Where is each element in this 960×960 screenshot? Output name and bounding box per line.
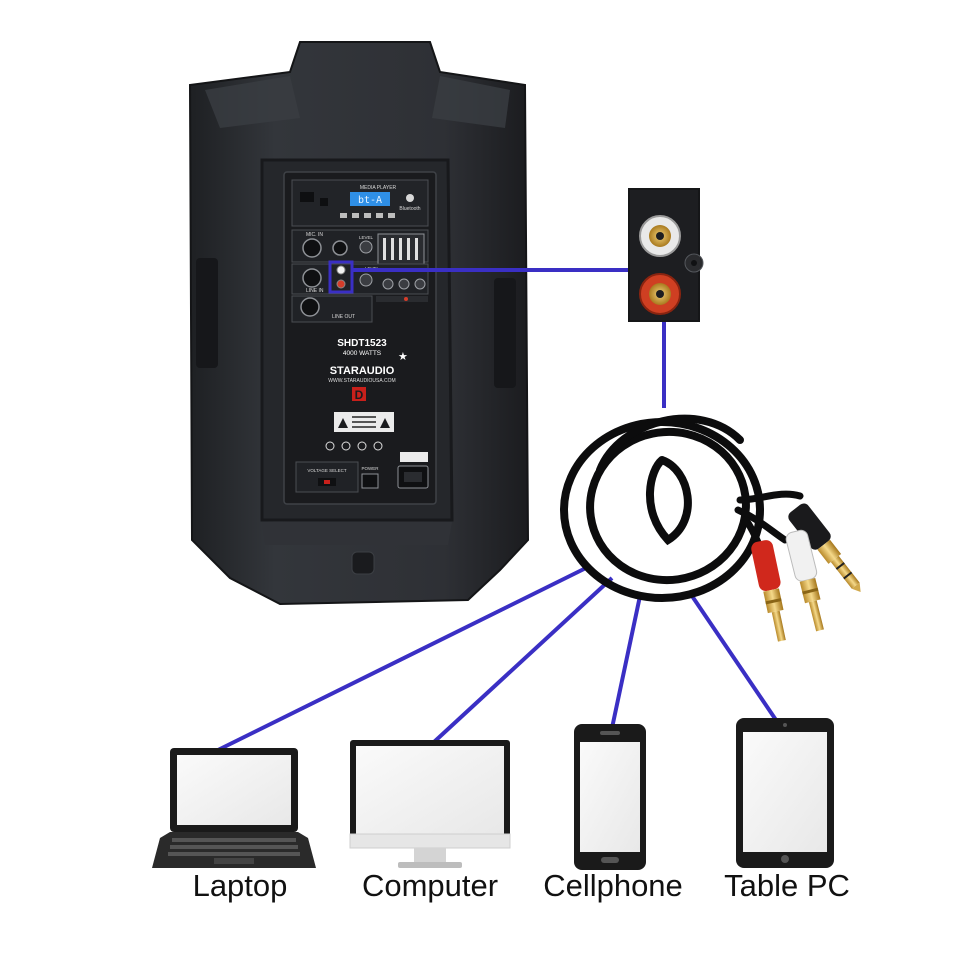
media-player-label: MEDIA PLAYER [360,185,397,191]
rca-closeup [628,188,704,322]
rca-white-small [336,265,346,275]
monitor-icon [349,740,511,868]
speaker: MEDIA PLAYER bt-A Bluetooth MIC. IN LEVE… [188,41,530,606]
left-handle [196,258,218,368]
mic-in-jack [302,238,322,258]
media-buttons [340,213,395,218]
website-label: WWW.STARAUDIOUSA.COM [328,378,395,384]
class-d-mark: D [355,388,364,402]
tablet-icon [736,718,834,868]
line-cable-to-computer [432,576,614,744]
lcd-display-text: bt-A [358,195,382,206]
brand-logo: STARAUDIO [330,365,395,377]
device-label-computer: Computer [361,868,499,903]
line-cable-to-tablet [690,594,778,722]
power-label: POWER [361,466,379,471]
phone-icon [574,724,646,870]
star-icon: ★ [398,350,408,363]
bottom-foot [351,551,375,575]
line-out-label: LINE OUT [332,314,355,320]
right-handle [494,278,516,388]
rca-highlight-box [328,260,354,294]
line-cable-to-cellphone [610,595,642,729]
device-label-laptop: Laptop [192,868,288,903]
rca-cable [560,414,804,602]
connector-lines [217,268,778,752]
line-out-jack [300,297,320,317]
aux-plug [788,503,861,593]
power-switch [361,473,379,489]
rca-plug-white [785,529,824,632]
bluetooth-icon [406,194,414,202]
laptop-icon [152,748,316,868]
device-label-tablet: Table PC [724,868,850,903]
line-cable-to-laptop [217,564,591,752]
voltage-select-label: VOLTAGE SELECT [307,468,347,473]
level-label-1: LEVEL [359,235,374,240]
device-label-cellphone: Cellphone [543,868,683,903]
mic-in-label: MIC. IN [306,232,323,238]
rca-plug-red [751,540,786,642]
class-d-badge [352,387,366,401]
lcd-display [350,192,390,206]
bluetooth-label: Bluetooth [399,206,420,212]
eq-sliders [377,233,425,265]
model-name: SHDT1523 [337,338,387,349]
line-in-label: LINE IN [306,288,324,294]
rca-red-small [336,279,346,289]
watts-label: 4000 WATTS [343,350,382,357]
